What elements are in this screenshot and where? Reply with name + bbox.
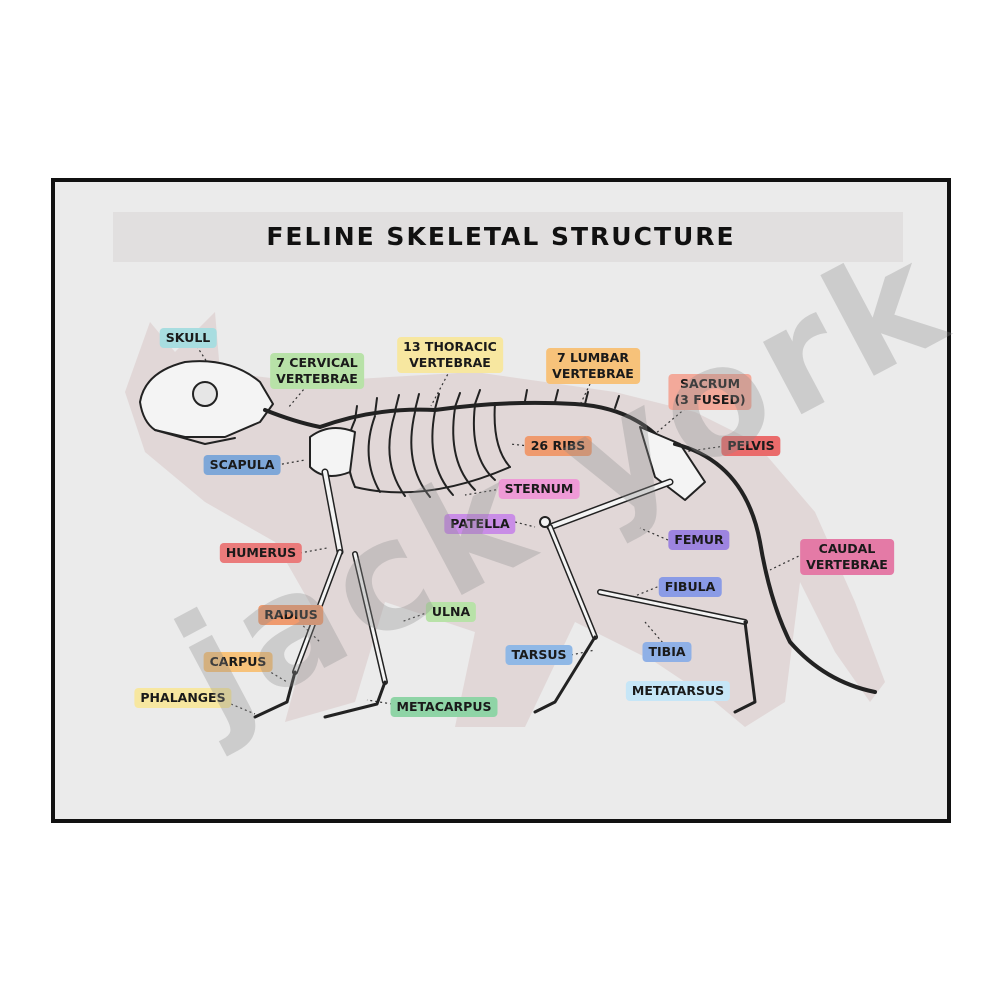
label-carpus: CARPUS: [203, 652, 273, 672]
label-femur-line: FEMUR: [674, 532, 724, 547]
skeleton: [139, 360, 877, 719]
label-cervical-line: 7 CERVICAL: [276, 355, 358, 370]
label-tibia: TIBIA: [642, 642, 692, 662]
label-phalanges: PHALANGES: [134, 688, 232, 708]
label-ulna: ULNA: [425, 602, 477, 622]
label-tarsus: TARSUS: [505, 645, 573, 665]
scapula-shape: [309, 427, 356, 477]
label-sternum: STERNUM: [498, 479, 580, 499]
label-humerus: HUMERUS: [219, 543, 303, 563]
label-scapula-line: SCAPULA: [209, 457, 275, 472]
label-scapula: SCAPULA: [203, 455, 281, 475]
ribcage: [346, 402, 511, 498]
label-sacrum: SACRUM(3 FUSED): [668, 374, 752, 410]
label-pelvis-line: PELVIS: [727, 438, 775, 453]
label-sacrum-line: SACRUM: [679, 376, 741, 391]
label-pelvis: PELVIS: [721, 436, 781, 456]
label-tarsus-line: TARSUS: [511, 647, 567, 662]
label-lumbar-line: 7 LUMBAR: [557, 350, 629, 365]
label-fibula-line: FIBULA: [664, 579, 716, 594]
label-femur: FEMUR: [668, 530, 730, 550]
label-ribs-line: 26 RIBS: [530, 438, 586, 453]
label-thoracic-line: 13 THORACIC: [403, 339, 497, 354]
label-metacarpus: METACARPUS: [390, 697, 498, 717]
label-tibia-line: TIBIA: [648, 644, 686, 659]
label-carpus-line: CARPUS: [209, 654, 267, 669]
label-fibula: FIBULA: [658, 577, 722, 597]
label-cervical-line: VERTEBRAE: [276, 371, 358, 386]
label-skull-line: SKULL: [165, 330, 211, 345]
label-sternum-line: STERNUM: [504, 481, 574, 496]
label-patella-line: PATELLA: [450, 516, 510, 531]
poster-title: FELINE SKELETAL STRUCTURE: [266, 222, 736, 251]
label-caudal-line: VERTEBRAE: [806, 557, 888, 572]
title-band: [113, 212, 903, 262]
label-thoracic-line: VERTEBRAE: [409, 355, 491, 370]
skeleton-illustration: [125, 312, 885, 727]
label-metatarsus-line: METATARSUS: [631, 683, 725, 698]
spine-line: [263, 400, 657, 436]
label-caudal-line: CAUDAL: [818, 541, 876, 556]
tail: [673, 442, 877, 694]
label-radius: RADIUS: [258, 605, 324, 625]
label-metatarsus: METATARSUS: [625, 681, 731, 701]
label-ribs: 26 RIBS: [524, 436, 592, 456]
label-patella: PATELLA: [444, 514, 516, 534]
label-humerus-line: HUMERUS: [225, 545, 297, 560]
label-lumbar-line: VERTEBRAE: [552, 366, 634, 381]
poster-frame: FELINE SKELETAL STRUCTURE: [51, 178, 951, 823]
pelvis-shape: [639, 426, 706, 501]
label-metacarpus-line: METACARPUS: [396, 699, 492, 714]
label-radius-line: RADIUS: [264, 607, 318, 622]
label-ulna-line: ULNA: [431, 604, 471, 619]
label-phalanges-line: PHALANGES: [140, 690, 226, 705]
label-sacrum-line: (3 FUSED): [674, 392, 746, 407]
label-skull: SKULL: [159, 328, 217, 348]
